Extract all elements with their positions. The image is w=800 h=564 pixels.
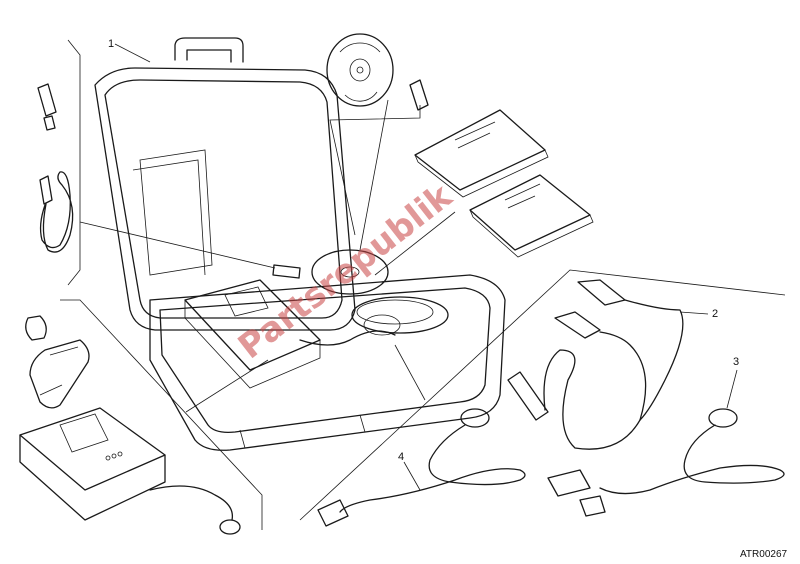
diagnostic-cable-4: [317, 408, 526, 527]
carabiner-and-strap: [25, 315, 90, 409]
leader-lines: [79, 99, 456, 413]
usb-cable: [39, 171, 74, 253]
manual-booklets: [414, 109, 594, 258]
callout-label-2: 2: [712, 308, 718, 320]
diagnostic-cable-3: [547, 408, 785, 517]
group-bracket-lines: [60, 39, 786, 530]
drawing-reference: ATR00267: [740, 549, 788, 560]
cable-coil-in-case: [351, 296, 449, 336]
cd-disc: [311, 33, 394, 295]
callout-label-3: 3: [733, 356, 739, 368]
usb-sticks: [37, 79, 429, 279]
diagnostic-unit: [19, 407, 241, 535]
callout-4: 4: [398, 451, 421, 491]
callout-3: 3: [726, 356, 739, 409]
callout-label-1: 1: [108, 38, 114, 50]
callout-label-4: 4: [398, 451, 404, 463]
carry-case: [94, 37, 506, 451]
callout-2: 2: [679, 308, 718, 320]
battery-clamp-cable: [507, 279, 684, 450]
callout-1: 1: [108, 38, 151, 63]
